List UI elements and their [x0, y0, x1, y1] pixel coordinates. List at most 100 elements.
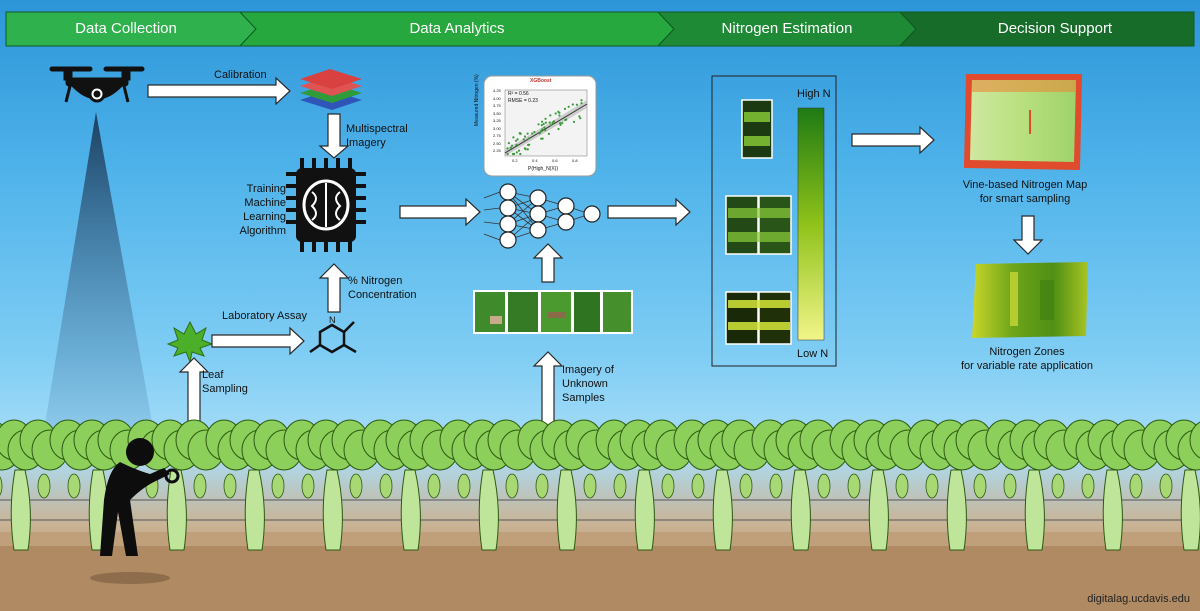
vineyard-row: [0, 419, 1200, 551]
drone-icon: [49, 66, 145, 103]
mini-plot-point: [552, 120, 556, 123]
zones-title: Nitrogen Zones: [989, 346, 1065, 358]
mini-plot-point: [541, 120, 544, 123]
vine-map-title: Vine-based Nitrogen Map: [962, 179, 1088, 191]
vine-plant: [361, 419, 459, 551]
mini-plot-point: [523, 147, 527, 150]
zones-subtitle: for variable rate application: [960, 360, 1094, 372]
mini-plot-point: [563, 107, 567, 110]
stage-label-nitrogen-estimation: Nitrogen Estimation: [721, 20, 853, 37]
mini-plot-point: [543, 126, 546, 129]
mini-plot-point: [526, 132, 529, 135]
mini-plot-point: [533, 130, 536, 134]
mini-plot-points: [506, 99, 583, 156]
vine-plant: [517, 419, 615, 551]
mini-plot-y-tick: 4.00: [493, 95, 501, 101]
arrow-tiles-to-network: [532, 243, 564, 283]
nitrogen-zones-map: [972, 262, 1088, 338]
mini-plot-point: [561, 122, 564, 125]
mini-plot-y-tick: 2.50: [493, 140, 501, 146]
mini-plot-point: [549, 124, 552, 127]
mini-plot-x-tick: 0.8: [572, 158, 578, 163]
mini-plot-point: [531, 132, 534, 135]
mini-plot-card: [483, 75, 597, 177]
mini-plot-point: [548, 121, 551, 124]
mini-plot-point: [540, 124, 543, 127]
arrow-panel-to-map: [851, 125, 935, 155]
arrow-molecule-to-chip: [318, 263, 350, 313]
vine-plant: [1063, 419, 1161, 551]
training-label: Training Machine Learning Algorithm: [239, 183, 286, 237]
mini-plot-point: [551, 122, 554, 125]
mini-plot-point: [537, 123, 540, 126]
mini-plot-point: [579, 117, 582, 120]
laboratory-assay-label: Laboratory Assay: [222, 310, 307, 322]
arrow-chip-to-network: [399, 197, 481, 227]
arrow-network-to-panel: [607, 197, 691, 227]
mini-plot-point: [580, 102, 583, 105]
grape-leaf-icon: [166, 320, 214, 364]
mini-plot-point: [557, 127, 560, 131]
mini-plot-point: [564, 118, 567, 121]
mini-plot-point: [506, 152, 509, 156]
mini-plot-point: [544, 117, 547, 120]
svg-text:N: N: [329, 315, 336, 325]
mini-plot-r2: R² = 0.56: [508, 91, 529, 97]
mini-plot-point: [540, 130, 543, 133]
mini-plot-y-tick: 3.50: [493, 110, 501, 116]
stage-label-decision-support: Decision Support: [997, 20, 1113, 37]
vine-plant: [283, 419, 381, 551]
mini-plot-point: [510, 144, 514, 147]
leaf-sampling-label: Leaf Sampling: [202, 369, 248, 395]
arrow-map-to-zones: [1012, 215, 1044, 255]
stage-chevron-4: [898, 11, 1195, 47]
arrow-leaf-to-molecule: [211, 326, 305, 356]
vine-plant: [595, 419, 693, 551]
mini-plot-point: [544, 129, 547, 132]
mini-plot-point: [515, 151, 518, 154]
unknown-samples-label: Imagery of Unknown Samples: [562, 364, 614, 404]
mini-plot-point: [547, 132, 551, 135]
mini-plot-point: [515, 143, 518, 146]
nitrogen-scale-bar: [797, 107, 825, 341]
mini-plot-point: [522, 138, 525, 141]
mini-plot-y-tick: 4.25: [493, 88, 501, 93]
mini-plot-point: [549, 114, 552, 117]
mini-plot-point: [558, 111, 561, 114]
mini-plot-point: [541, 137, 544, 140]
vine-plant: [439, 419, 537, 551]
mini-plot-point: [519, 152, 522, 156]
mini-plot-point: [517, 149, 521, 152]
mini-plot-point: [559, 122, 562, 125]
mini-plot-point: [542, 122, 545, 126]
arrow-layers-to-chip: [318, 113, 350, 159]
footer-url: digitalag.ucdavis.edu: [1087, 593, 1190, 605]
mini-plot-point: [580, 99, 583, 102]
stage-banner: [5, 11, 1195, 47]
machine-learning-chip-icon: [286, 158, 366, 252]
mini-plot-ylabel: Measured Nitrogen (%): [474, 74, 480, 126]
mini-plot-y-tick: 3.25: [493, 118, 501, 123]
multispectral-label: Multispectral Imagery: [346, 123, 408, 149]
vine-plant: [205, 419, 303, 551]
flow-arrows: [147, 76, 1044, 459]
drone-beam: [40, 112, 158, 455]
mini-plot-point: [558, 114, 561, 117]
mini-plot-x-tick: 0.6: [552, 158, 558, 163]
nitrogen-concentration-label: % Nitrogen Concentration: [348, 275, 417, 301]
mini-plot-x-tick: 0.4: [532, 158, 538, 163]
mini-plot-point: [538, 132, 541, 135]
neural-network-icon: [483, 183, 601, 249]
ground: [0, 540, 1200, 611]
mini-plot-point: [578, 115, 581, 118]
mini-plot-xlabel: P(High_N(X)): [528, 166, 559, 172]
mini-plot-point: [527, 143, 530, 147]
calibration-label: Calibration: [214, 69, 267, 81]
stage-label-data-collection: Data Collection: [75, 20, 177, 37]
mini-plot-point: [514, 139, 518, 142]
mini-plot-point: [512, 136, 515, 139]
legend-high-label: High N: [797, 88, 831, 100]
nitrogen-tile-foliage: [728, 112, 790, 330]
mini-plot-point: [559, 123, 562, 126]
